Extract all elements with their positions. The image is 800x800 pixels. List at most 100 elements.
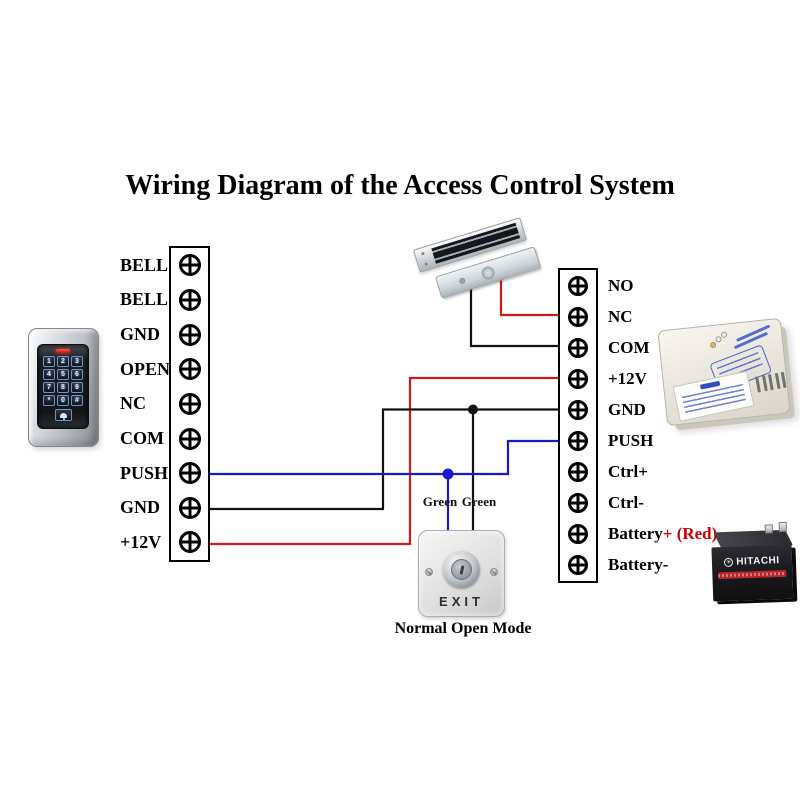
terminal-screw-icon — [568, 462, 588, 483]
keypad-keys: 1 2 3 4 5 6 7 8 9 * — [43, 356, 83, 406]
keypad-device: 1 2 3 4 5 6 7 8 9 * — [28, 328, 99, 447]
terminal-screw-icon — [178, 254, 201, 277]
terminal-screw-icon — [178, 462, 201, 485]
diagram-title: Wiring Diagram of the Access Control Sys… — [125, 170, 675, 201]
terminal-screw-icon — [568, 493, 588, 514]
terminal-label: NC — [120, 393, 146, 414]
terminal-row: PUSH — [120, 456, 208, 491]
keypad-status-led — [56, 349, 70, 353]
terminal-screw-icon — [178, 358, 201, 381]
terminal-screw-icon — [568, 337, 588, 358]
battery-front-face: ✳ HITACHI — [711, 544, 794, 602]
exit-plate-screw — [425, 568, 433, 576]
terminal-label: BELL — [120, 289, 169, 310]
terminal-row: BELL — [120, 283, 208, 318]
keypad-key: 1 — [43, 356, 55, 367]
terminal-row: NO — [560, 270, 634, 301]
keypad-key: 2 — [57, 356, 69, 367]
normal-open-mode-caption: Normal Open Mode — [394, 620, 532, 637]
junction-dot-blue — [442, 468, 454, 480]
terminal-screw-icon — [178, 531, 201, 554]
terminal-label: COM — [120, 428, 164, 449]
maglock-ring — [479, 264, 497, 281]
wire-gnd-to-gnd — [210, 408, 558, 511]
keypad-key: 6 — [71, 369, 83, 380]
terminal-screw-icon — [178, 288, 201, 311]
terminal-screw-icon — [178, 496, 201, 519]
right-terminal-block: NO NC COM +12V GND P — [558, 268, 717, 583]
terminal-screw-icon — [178, 323, 201, 346]
terminal-row: Ctrl- — [560, 488, 644, 519]
battery: ✳ HITACHI — [707, 520, 800, 605]
wire-maglock-to-nc — [499, 276, 558, 317]
terminal-label: +12V — [608, 368, 647, 388]
exit-button: EXIT — [418, 530, 505, 617]
terminal-row: COM — [120, 421, 208, 456]
terminal-screw-icon — [568, 399, 588, 420]
keypad-bell-key — [55, 409, 72, 421]
keypad-key: 5 — [57, 369, 69, 380]
psu-label — [672, 370, 755, 422]
terminal-row: Battery+ (Red) — [560, 519, 717, 550]
terminal-screw-icon — [568, 555, 588, 576]
terminal-label: GND — [120, 324, 160, 345]
terminal-screw-icon — [568, 275, 588, 296]
battery-terminal — [764, 524, 773, 534]
terminal-label: Ctrl- — [608, 493, 644, 513]
wire-push-to-push — [210, 439, 558, 476]
psu-led — [709, 341, 717, 349]
wire-maglock-to-com — [469, 282, 558, 348]
terminal-row: GND — [120, 490, 208, 525]
terminal-label: Battery+ (Red) — [608, 524, 718, 544]
exit-plate-screw — [490, 568, 498, 576]
keypad-key: 4 — [43, 369, 55, 380]
bell-icon — [60, 412, 67, 418]
terminal-label: PUSH — [608, 431, 654, 451]
terminal-row: PUSH — [560, 425, 653, 456]
battery-terminal — [778, 521, 787, 533]
battery-brand: HITACHI — [736, 555, 780, 568]
terminal-label: +12V — [120, 531, 162, 552]
junction-dot-black — [468, 404, 478, 415]
terminal-screw-icon — [178, 427, 201, 450]
terminal-label: GND — [608, 399, 646, 419]
exit-button-key-cylinder — [451, 559, 472, 580]
exit-button-circle — [443, 551, 480, 588]
keypad-key: 7 — [43, 382, 55, 393]
terminal-label: Ctrl+ — [608, 462, 648, 482]
terminal-label: OPEN — [120, 358, 171, 379]
terminal-screw-icon — [568, 524, 588, 545]
terminal-row: +12V — [120, 525, 208, 560]
terminal-label: PUSH — [120, 462, 169, 483]
terminal-screw-icon — [568, 306, 588, 327]
keypad-key: 0 — [57, 395, 69, 406]
terminal-row: OPEN — [120, 352, 208, 387]
key-slot — [459, 564, 464, 575]
keypad-key: 9 — [71, 382, 83, 393]
keypad-key: 8 — [57, 382, 69, 393]
maglock-screw — [424, 262, 429, 267]
battery-spec-band — [718, 569, 787, 580]
battery-brand-row: ✳ HITACHI — [712, 555, 792, 569]
terminal-screw-icon — [568, 431, 588, 452]
keypad-key: # — [71, 395, 83, 406]
terminal-row: BELL — [120, 248, 208, 283]
keypad-key: * — [43, 395, 55, 406]
terminal-row: COM — [560, 332, 650, 363]
terminal-row: +12V — [560, 363, 647, 394]
terminal-screw-icon — [568, 368, 588, 389]
green-wire-label: Green — [422, 494, 458, 509]
terminal-label: BELL — [120, 254, 169, 275]
power-supply — [657, 317, 791, 427]
green-wire-label: Green — [461, 494, 497, 509]
terminal-label: Battery- — [608, 555, 669, 575]
terminal-label: NC — [608, 306, 633, 326]
wire-12v-to-12v — [210, 376, 558, 546]
psu-led — [715, 336, 722, 343]
terminal-row: GND — [120, 317, 208, 352]
terminal-row: Ctrl+ — [560, 457, 648, 488]
hitachi-logo-icon: ✳ — [724, 557, 734, 568]
psu-led — [720, 331, 728, 339]
